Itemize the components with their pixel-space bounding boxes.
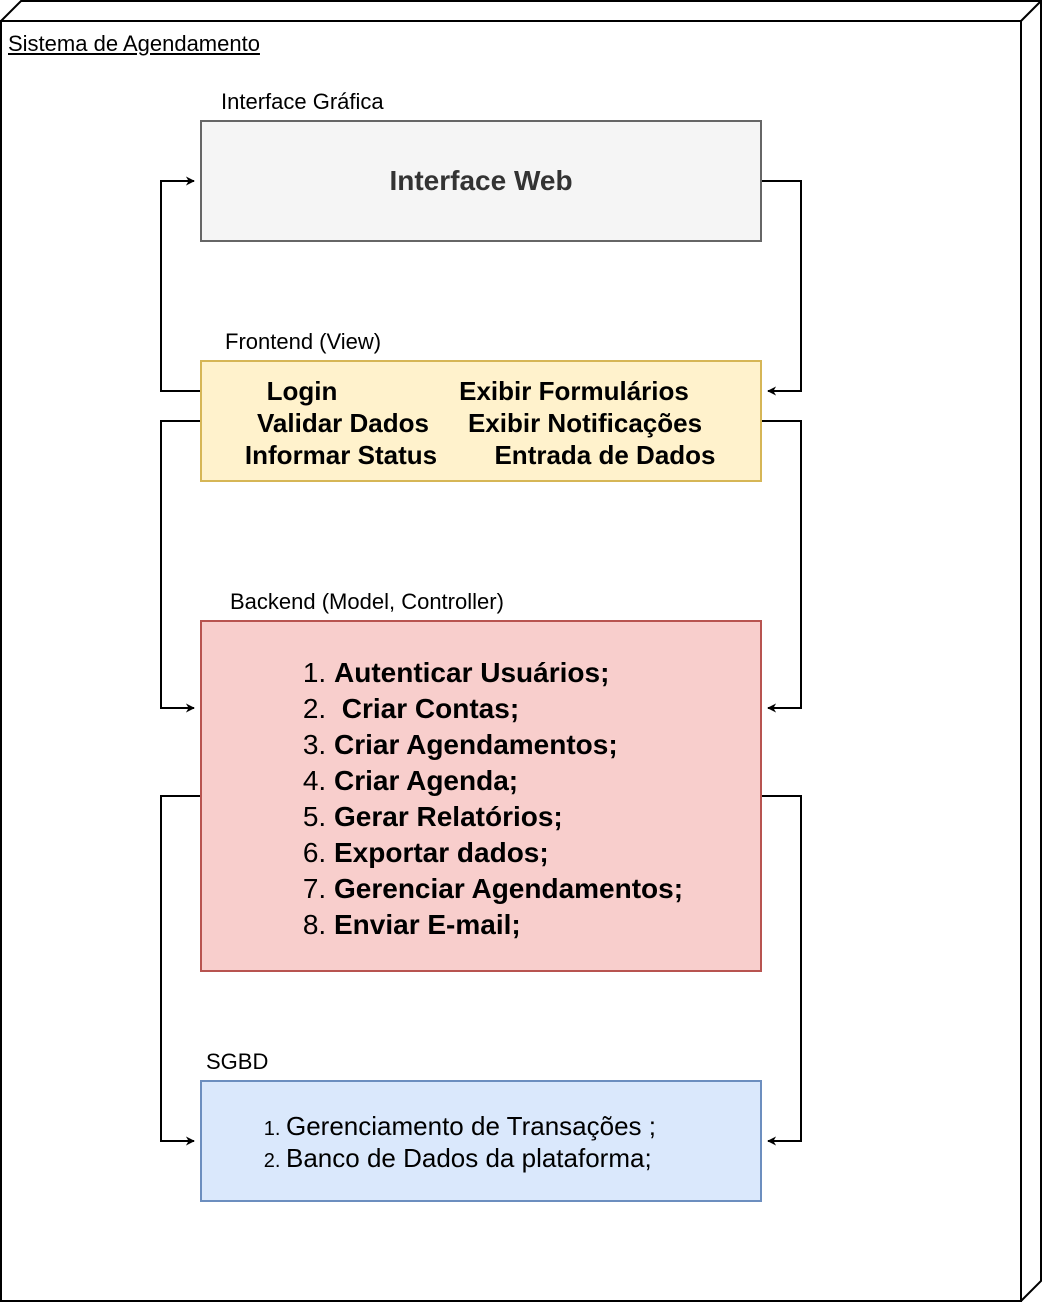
frontend-item-informar-status: Informar Status	[244, 440, 438, 470]
backend-item: Criar Agendamentos;	[334, 727, 683, 763]
backend-list: Autenticar Usuários; Criar Contas; Criar…	[300, 655, 683, 943]
backend-item: Autenticar Usuários;	[334, 655, 683, 691]
interface-web-box[interactable]: Interface Web	[200, 120, 762, 242]
frontend-item-validar-dados: Validar Dados	[257, 408, 429, 438]
frontend-item-exibir-notificacoes: Exibir Notificações	[467, 408, 703, 438]
sgbd-box[interactable]: Gerenciamento de Transações ; Banco de D…	[200, 1080, 762, 1202]
backend-item: Exportar dados;	[334, 835, 683, 871]
interface-label: Interface Gráfica	[221, 89, 384, 114]
frontend-label: Frontend (View)	[225, 329, 382, 354]
backend-item: Gerar Relatórios;	[334, 799, 683, 835]
frontend-item-login: Login	[266, 376, 338, 406]
edge-frontend-to-backend	[160, 420, 200, 713]
edge-frontend-right-to-backend	[762, 420, 802, 713]
frontend-item-entrada-de-dados: Entrada de Dados	[494, 440, 716, 470]
sgbd-item: Gerenciamento de Transações ;	[286, 1110, 656, 1142]
sgbd-list: Gerenciamento de Transações ; Banco de D…	[258, 1110, 656, 1174]
interface-web-title: Interface Web	[389, 165, 573, 196]
backend-item: Enviar E-mail;	[334, 907, 683, 943]
edge-backend-to-sgbd-right	[762, 795, 802, 1146]
backend-box[interactable]: Autenticar Usuários; Criar Contas; Criar…	[200, 620, 762, 972]
node-title: Sistema de Agendamento	[8, 31, 260, 56]
frontend-box[interactable]: Login Exibir Formulários Validar Dados E…	[200, 360, 762, 482]
backend-item: Criar Contas;	[334, 691, 683, 727]
edge-interface-to-frontend	[762, 180, 802, 396]
sgbd-label: SGBD	[206, 1049, 269, 1074]
backend-label: Backend (Model, Controller)	[230, 589, 504, 614]
edge-frontend-to-interface	[160, 176, 200, 392]
backend-item: Criar Agenda;	[334, 763, 683, 799]
frontend-item-exibir-formularios: Exibir Formulários	[459, 376, 689, 406]
edge-backend-to-sgbd-left	[160, 795, 200, 1146]
sgbd-item: Banco de Dados da plataforma;	[286, 1142, 656, 1174]
backend-item: Gerenciar Agendamentos;	[334, 871, 683, 907]
